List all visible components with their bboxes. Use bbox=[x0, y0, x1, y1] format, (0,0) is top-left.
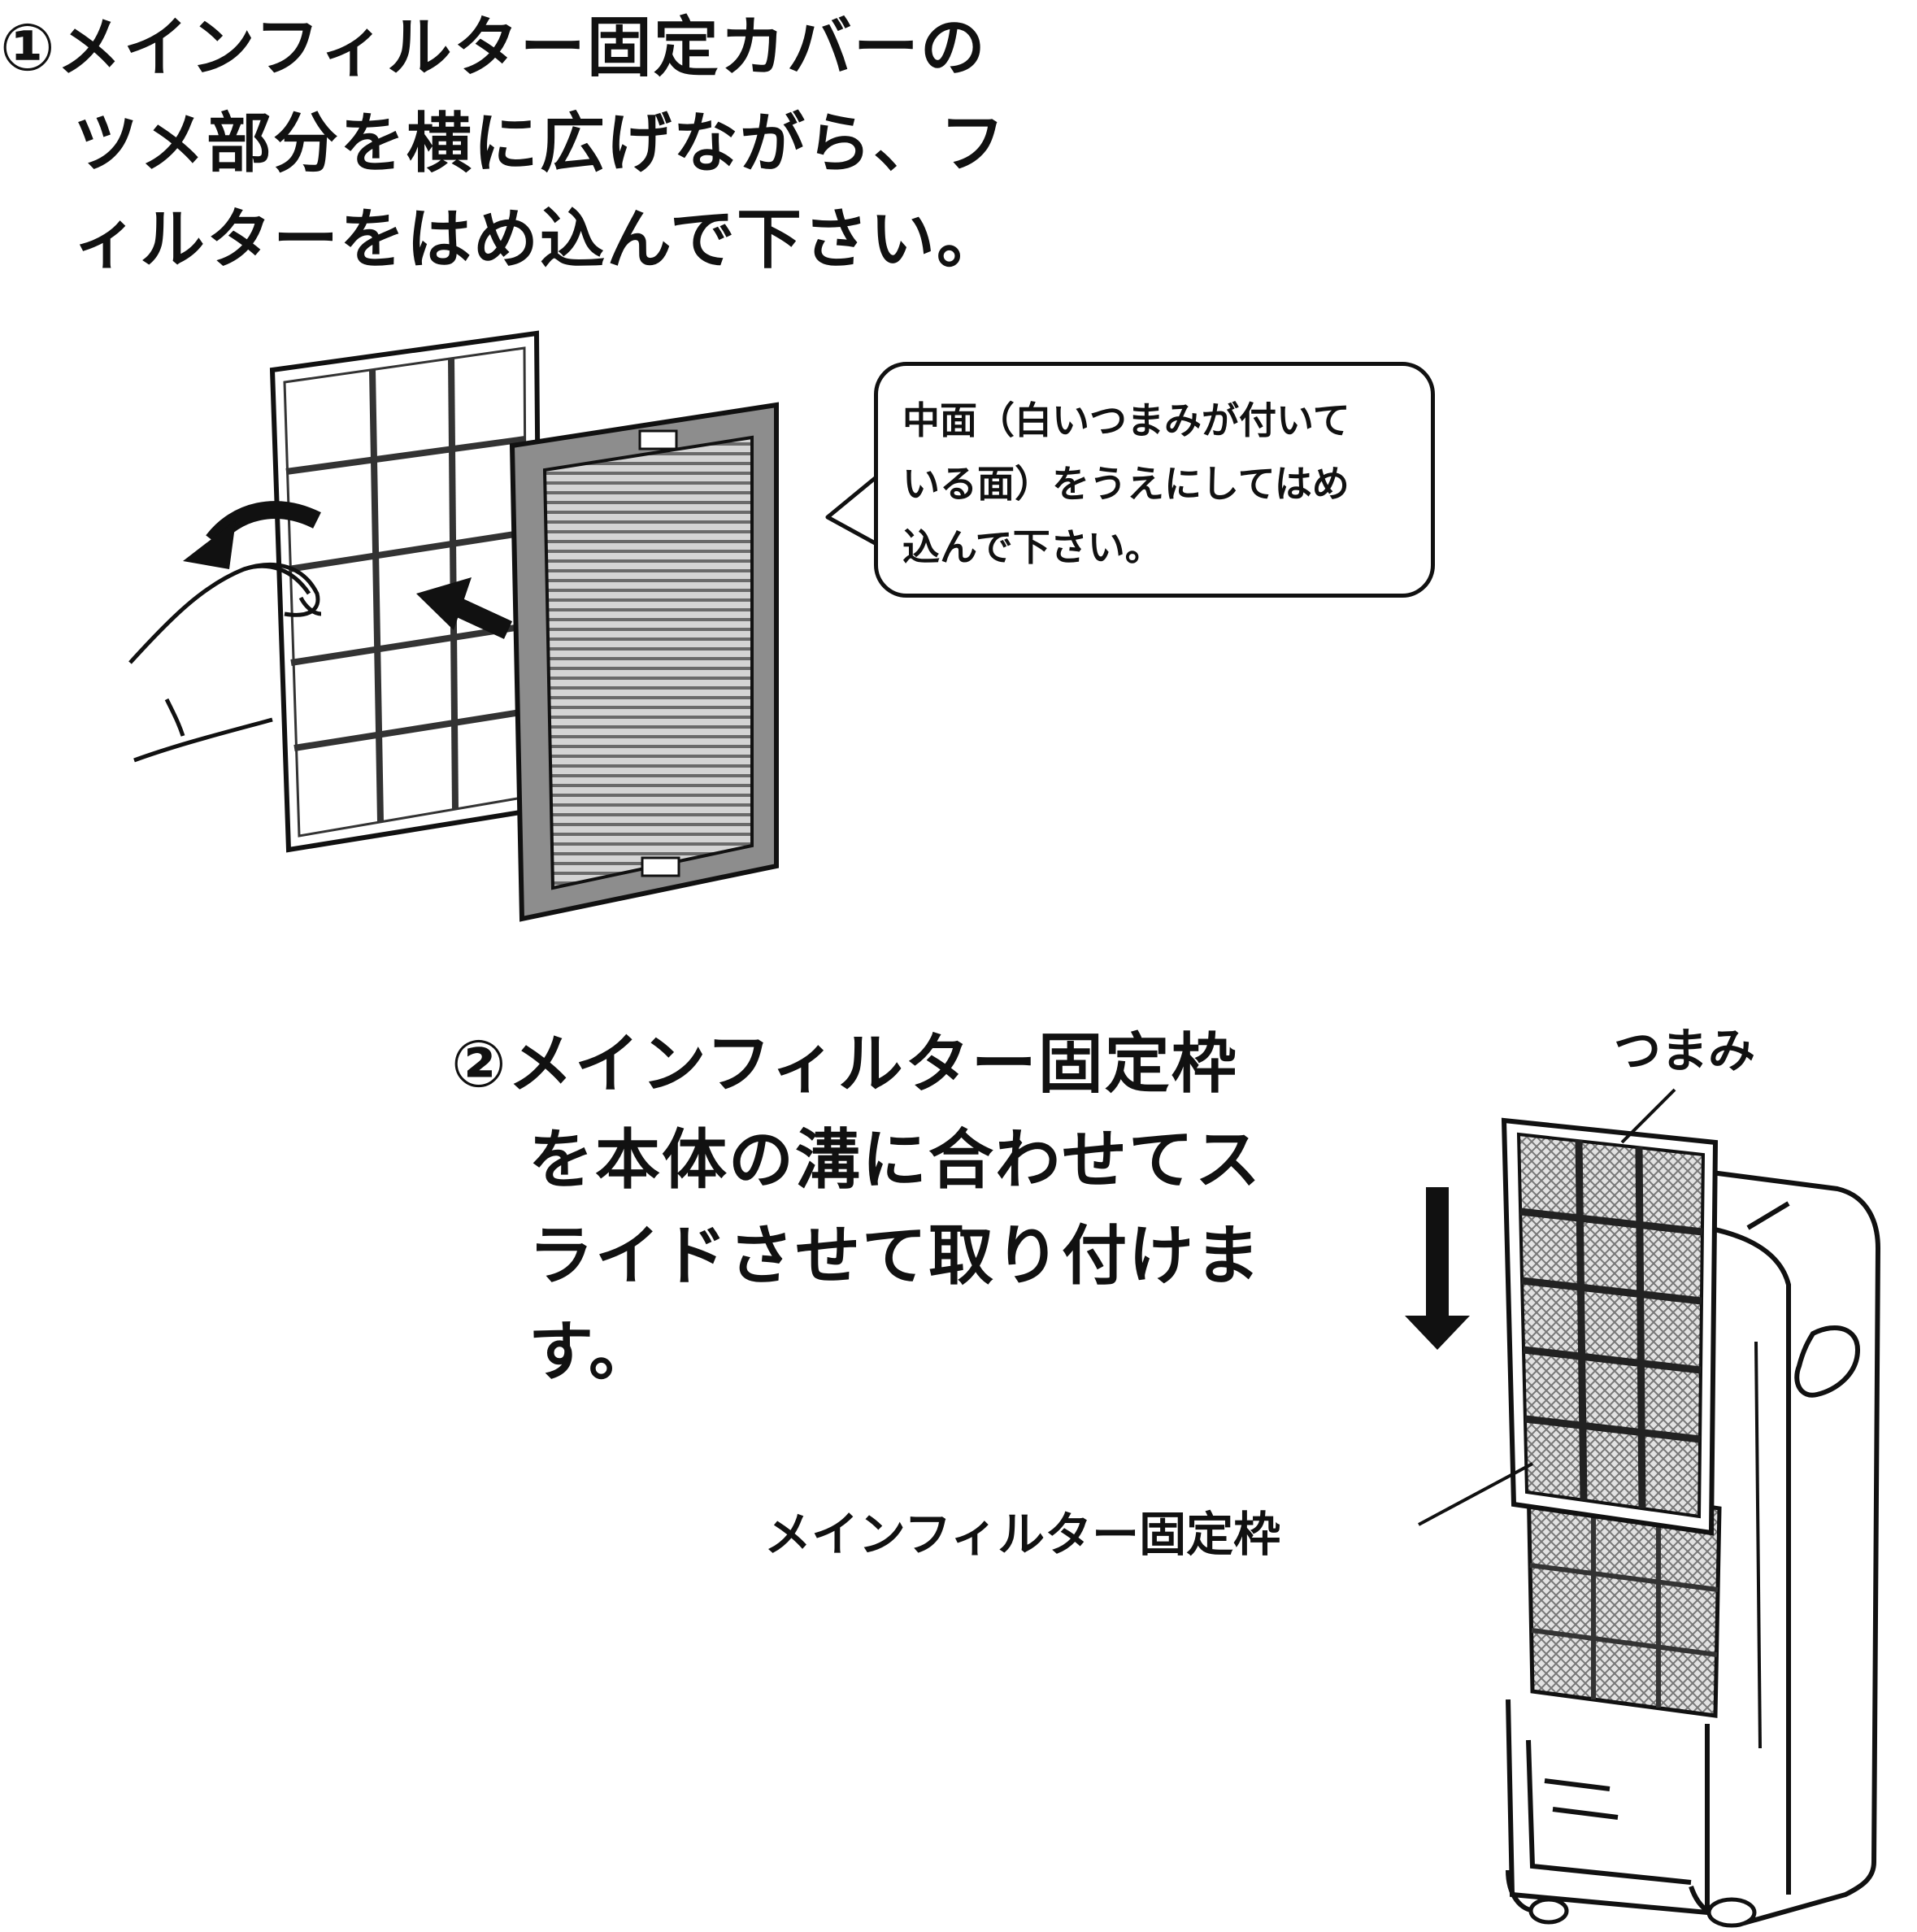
main-filter-frame-label: メインフィルター固定枠 bbox=[764, 1507, 1281, 1562]
curved-arrow-icon bbox=[183, 501, 321, 569]
step-1-line-3: ィルターをはめ込んで下さい。 bbox=[73, 202, 1003, 277]
knob-label: つまみ bbox=[1614, 1023, 1756, 1078]
hand-illustration bbox=[128, 563, 322, 763]
arrow-down-icon bbox=[1405, 1187, 1470, 1350]
step-2-line-2: を本体の溝に合わせてス bbox=[528, 1122, 1262, 1198]
callout-tail bbox=[825, 473, 880, 547]
step-2-line-1: ②メインフィルター固定枠 bbox=[451, 1026, 1238, 1102]
callout-line-1: 中面（白いつまみが付いて bbox=[902, 398, 1350, 442]
step-2-instruction: ②メインフィルター固定枠 を本体の溝に合わせてス ライドさせて取り付けま す。 bbox=[451, 1016, 1262, 1400]
callout-line-2: いる面）をうえにしてはめ bbox=[902, 462, 1350, 506]
step-2-line-3: ライドさせて取り付けま bbox=[528, 1218, 1262, 1294]
step-1-line-2: ツメ部分を横に広げながら、フ bbox=[73, 106, 1006, 181]
lower-filter-illustration bbox=[1526, 1477, 1722, 1718]
callout-bubble: 中面（白いつまみが付いて いる面）をうえにしてはめ 込んで下さい。 bbox=[874, 362, 1435, 598]
filter-illustration bbox=[509, 402, 779, 922]
main-filter-frame-illustration bbox=[1501, 1117, 1719, 1536]
step-1-line-1: ①メインフィルター固定カバーの bbox=[0, 10, 987, 85]
leader-lines bbox=[1418, 1088, 1676, 1526]
step-2-line-4: す。 bbox=[528, 1314, 655, 1390]
arrow-right-icon bbox=[416, 577, 513, 639]
wheels-illustration bbox=[1528, 1897, 1757, 1928]
callout-line-3: 込んで下さい。 bbox=[902, 525, 1163, 569]
filter-cover-illustration bbox=[269, 330, 544, 853]
step-1-instruction: ①メインフィルター固定カバーの ツメ部分を横に広げながら、フ ィルターをはめ込ん… bbox=[0, 0, 1006, 288]
